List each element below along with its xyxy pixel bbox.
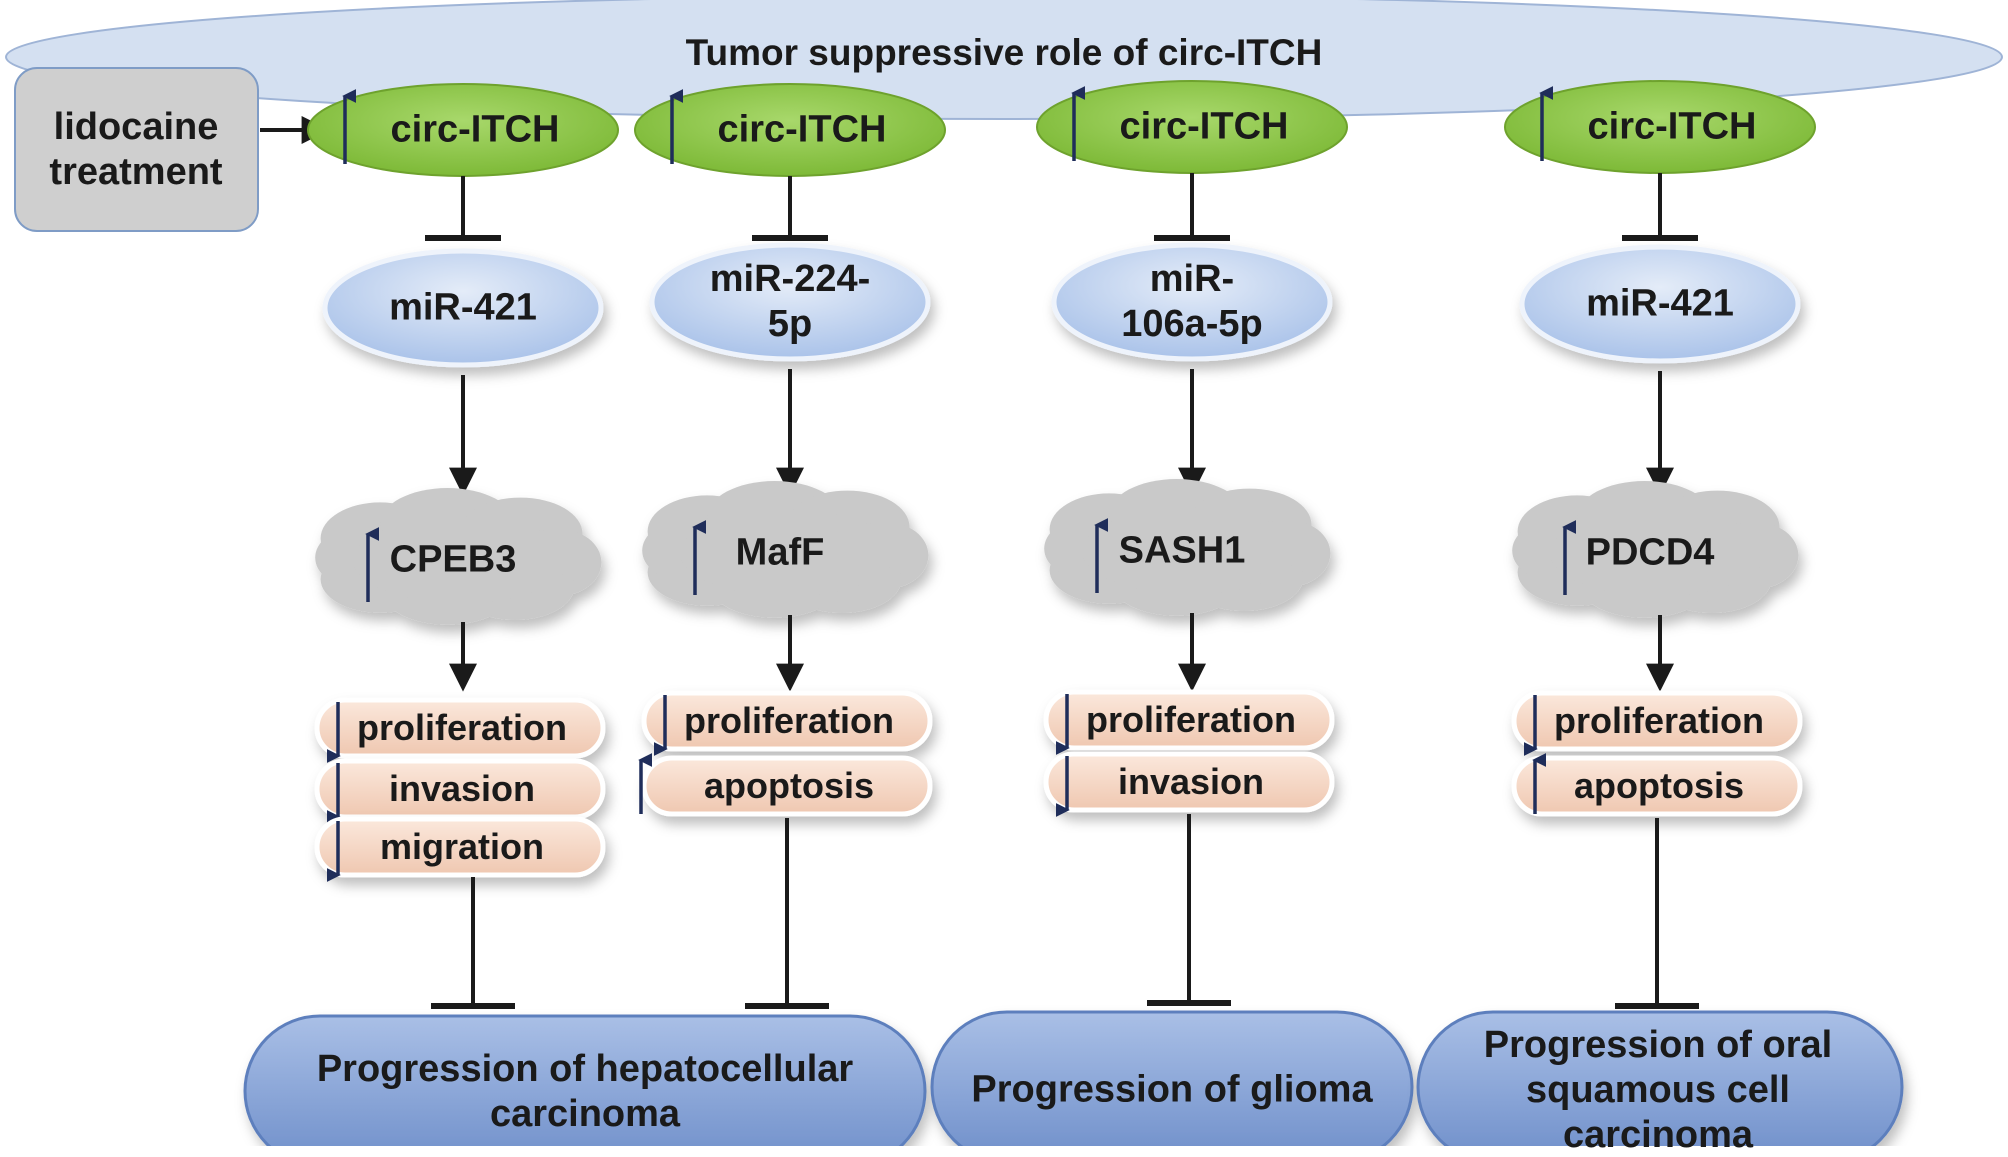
target-label-4: PDCD4 xyxy=(1585,531,1715,574)
process-pill-3-2 xyxy=(1043,751,1335,813)
circ-itch-label-2: circ-ITCH xyxy=(717,108,887,151)
process-label-2-2: apoptosis xyxy=(703,764,875,806)
process-pill-1-3 xyxy=(314,816,606,878)
mirna-node-4 xyxy=(1519,244,1801,364)
treatment-box xyxy=(14,67,259,232)
target-cloud-3 xyxy=(1044,479,1331,616)
process-pill-4-1 xyxy=(1511,690,1803,752)
process-pill-1-1 xyxy=(314,697,606,759)
process-label-1-2: invasion xyxy=(388,767,536,809)
diagram-title: Tumor suppressive role of circ-ITCH xyxy=(685,32,1323,74)
mirna-node-1 xyxy=(322,248,604,368)
outcome-label-2: Progression of glioma xyxy=(971,1068,1373,1111)
process-label-3-1: proliferation xyxy=(1085,698,1297,740)
process-label-1-1: proliferation xyxy=(356,706,568,748)
circ-itch-label-4: circ-ITCH xyxy=(1587,105,1757,148)
process-label-4-1: proliferation xyxy=(1553,699,1765,741)
target-cloud-2 xyxy=(642,481,929,618)
target-label-1: CPEB3 xyxy=(389,538,517,581)
process-label-1-3: migration xyxy=(379,825,545,867)
outcome-box-3 xyxy=(1416,1010,1904,1146)
circ-itch-label-3: circ-ITCH xyxy=(1119,105,1289,148)
circ-itch-label-1: circ-ITCH xyxy=(390,108,560,151)
treatment-label: lidocaine treatment xyxy=(49,106,223,193)
process-pill-2-2 xyxy=(641,755,933,817)
outcome-label-3: Progression of oral squamous cell carcin… xyxy=(1483,1023,1833,1156)
target-label-2: MafF xyxy=(735,531,825,574)
process-pill-3-1 xyxy=(1043,689,1335,751)
process-label-2-1: proliferation xyxy=(683,699,895,741)
outcome-box-1 xyxy=(243,1014,927,1146)
process-pill-4-2 xyxy=(1511,755,1803,817)
target-label-3: SASH1 xyxy=(1118,529,1246,572)
mirna-node-3 xyxy=(1051,242,1333,362)
process-label-3-2: invasion xyxy=(1117,760,1265,802)
target-cloud-4 xyxy=(1512,481,1799,618)
target-cloud-1 xyxy=(315,488,602,625)
outcome-box-2 xyxy=(930,1010,1414,1146)
process-label-4-2: apoptosis xyxy=(1573,764,1745,806)
mirna-label-4: miR-421 xyxy=(1586,282,1734,325)
mirna-label-3: miR-106a-5p xyxy=(1121,258,1263,345)
mirna-label-2: miR-224-5p xyxy=(709,258,871,345)
outcome-label-1: Progression of hepatocellular carcinoma xyxy=(316,1048,854,1135)
mirna-node-2 xyxy=(649,242,931,362)
mirna-label-1: miR-421 xyxy=(389,286,537,329)
process-pill-2-1 xyxy=(641,690,933,752)
